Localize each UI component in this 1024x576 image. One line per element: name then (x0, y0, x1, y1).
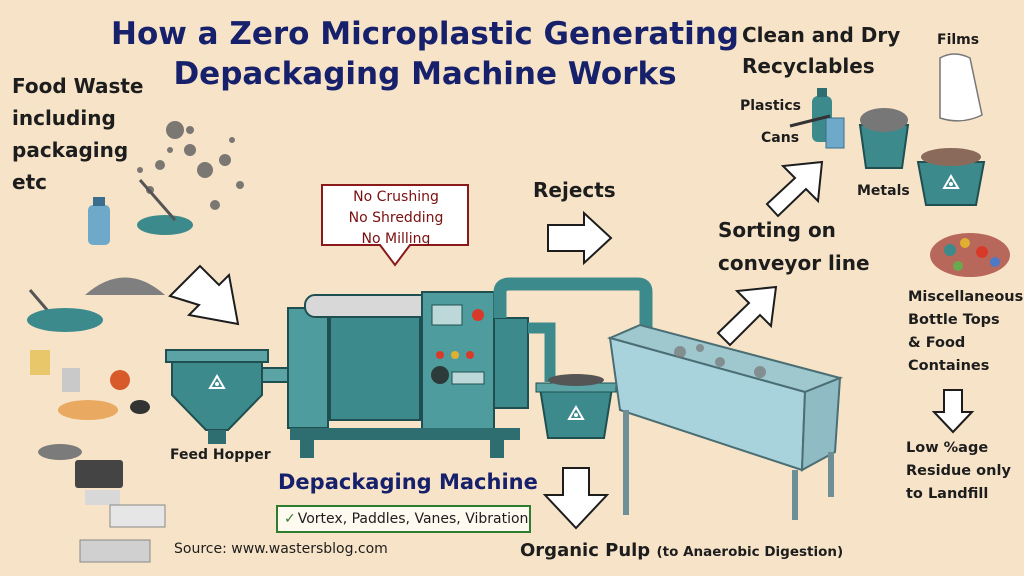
bottle-icon (88, 205, 110, 245)
misc-line-3: & Food (908, 335, 966, 351)
food-waste-illustration (27, 121, 244, 563)
miscellaneous-label: Miscellaneous Bottle Tops & Food Contain… (908, 286, 1024, 378)
organic-pulp-main: Organic Pulp (520, 540, 651, 561)
clean-dry-line-2: Recyclables (742, 54, 875, 78)
plastics-label: Plastics (740, 98, 801, 114)
arrow-landfill-icon (931, 389, 975, 434)
feed-hopper (165, 349, 289, 444)
sorting-conveyor (607, 323, 844, 520)
glass-icon (30, 350, 50, 375)
metals-label: Metals (857, 183, 910, 199)
no-crushing-line-3: No Milling (361, 231, 431, 247)
no-crushing-line-1: No Crushing (353, 189, 439, 205)
food-bowl-icon (27, 308, 103, 332)
recyclables-illustration (789, 53, 1010, 277)
bag-icon (939, 53, 983, 122)
can-icon (825, 117, 845, 149)
films-label: Films (937, 32, 980, 48)
can-icon (62, 368, 80, 392)
low-residue-line-2: Residue only (906, 463, 1011, 479)
food-bowl-icon (137, 215, 193, 235)
machine-features-box: ✓Vortex, Paddles, Vanes, Vibration (276, 505, 531, 533)
arrow-pulp-icon (542, 467, 610, 530)
no-crushing-callout (321, 184, 469, 267)
bottle-tops-pile-icon (930, 233, 1010, 277)
check-icon: ✓ (284, 511, 296, 527)
reject-bin (535, 374, 617, 439)
dial-icon (431, 366, 449, 384)
food-waste-line-4: etc (12, 170, 47, 194)
clean-dry-line-1: Clean and Dry (742, 23, 901, 47)
title-line-1: How a Zero Microplastic Generating (111, 16, 739, 52)
diagram-title: How a Zero Microplastic Generating Depac… (100, 14, 750, 94)
food-waste-label: Food Waste including packaging etc (12, 70, 162, 198)
feed-hopper-label: Feed Hopper (170, 447, 271, 463)
no-crushing-line-2: No Shredding (348, 210, 444, 226)
arrow-rejects-icon (547, 210, 613, 266)
rejects-label: Rejects (533, 178, 616, 202)
misc-line-2: Bottle Tops (908, 312, 1000, 328)
organic-pulp-sub: (to Anaerobic Digestion) (656, 544, 844, 560)
depackaging-machine (287, 291, 529, 458)
misc-line-1: Miscellaneous (908, 289, 1024, 305)
sorting-line-1: Sorting on (718, 218, 836, 242)
food-waste-line-2: including (12, 106, 116, 130)
low-residue-line-1: Low %age (906, 440, 989, 456)
clean-dry-label: Clean and Dry Recyclables (742, 20, 912, 82)
cans-label: Cans (761, 130, 800, 146)
sorting-line-2: conveyor line (718, 251, 870, 275)
arrow-recyclables-icon (765, 160, 824, 218)
low-residue-label: Low %age Residue only to Landfill (906, 437, 1018, 506)
tomato-icon (110, 370, 130, 390)
depackaging-machine-label: Depackaging Machine (278, 470, 538, 494)
title-line-2: Depackaging Machine Works (173, 56, 677, 92)
drum-icon (304, 294, 441, 318)
food-waste-line-1: Food Waste (12, 74, 144, 98)
organic-pulp-label: Organic Pulp (to Anaerobic Digestion) (520, 540, 843, 561)
source-credit: Source: www.wastersblog.com (174, 541, 388, 557)
no-crushing-text: No Crushing No Shredding No Milling (322, 187, 470, 250)
misc-line-4: Containes (908, 358, 990, 374)
machine-features-text: Vortex, Paddles, Vanes, Vibration (297, 511, 529, 527)
arrow-sorting-icon (716, 285, 778, 347)
sorting-label: Sorting on conveyor line (718, 214, 888, 280)
arrow-to-hopper-icon (168, 264, 240, 326)
low-residue-line-3: to Landfill (906, 486, 989, 502)
food-waste-line-3: packaging (12, 138, 129, 162)
